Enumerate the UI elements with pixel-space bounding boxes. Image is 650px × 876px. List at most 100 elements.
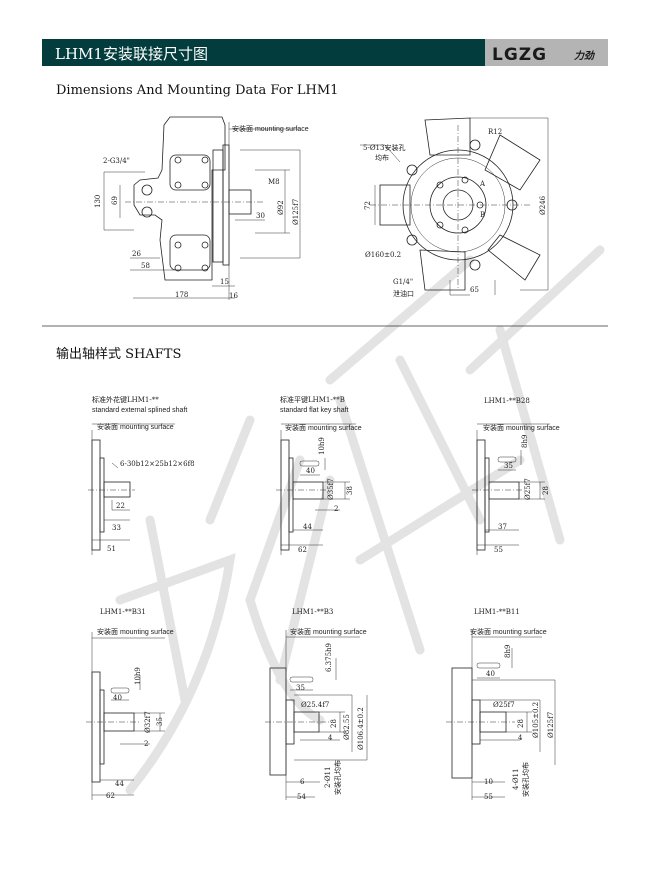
- dim-key: 8h9: [504, 645, 512, 658]
- mounting-surface-label: 安装面 mounting surface: [97, 422, 174, 431]
- dim-key: 6.375h9: [325, 643, 333, 672]
- dim-26: 26: [132, 250, 141, 258]
- dim: 22: [116, 502, 125, 510]
- dim-65: 65: [470, 286, 479, 294]
- dim: 54: [297, 793, 306, 801]
- dim-drain-2: 泄油口: [393, 289, 414, 298]
- dim-r12: R12: [488, 128, 502, 136]
- logo-bg: [485, 39, 608, 66]
- dim-holes-2: 均布: [375, 153, 389, 162]
- side-view-drawing: [103, 116, 301, 300]
- dim: 62: [106, 792, 115, 800]
- mounting-surface-label: 安装面 mounting surface: [232, 124, 309, 133]
- dim: 51: [107, 545, 116, 553]
- shaft-subtitle: standard external splined shaft: [92, 407, 187, 414]
- dim-58: 58: [141, 262, 150, 270]
- dim-drain: G1/4": [393, 278, 413, 286]
- dim: Ø35f7: [327, 478, 335, 500]
- dim: 28: [330, 719, 338, 728]
- dim: Ø106.4±0.2: [357, 707, 365, 750]
- dim-160: Ø160±0.2: [365, 251, 401, 259]
- dim: 44: [115, 780, 124, 788]
- dim: Ø82.55: [343, 714, 351, 740]
- mounting-surface-label: 安装面 mounting surface: [483, 423, 560, 432]
- dim-key: 10h9: [318, 437, 326, 455]
- dim: 4: [518, 734, 523, 742]
- dim-178: 178: [175, 291, 188, 299]
- shaft-title: LHM1-**B31: [100, 608, 146, 616]
- dim: 35: [296, 684, 305, 692]
- dim: 28: [542, 486, 550, 495]
- dim-holes: 2-Ø11: [324, 767, 332, 788]
- shaft-drawing-b3: [265, 630, 368, 800]
- dim-holes: 4-Ø11: [512, 769, 520, 790]
- dim: Ø25.4f7: [301, 701, 329, 709]
- dim: 40: [486, 670, 495, 678]
- dim-key: 10h9: [134, 667, 142, 685]
- logo-cn: 力劲: [574, 50, 596, 62]
- shaft-title: LHM1-**B3: [292, 608, 333, 616]
- dim-ports: 2-G3/4": [103, 157, 130, 165]
- label-b: B: [480, 211, 485, 219]
- dim: Ø125f7: [547, 712, 555, 738]
- dim-72: 72: [364, 201, 372, 210]
- shaft-title: LHM1-**B11: [474, 608, 520, 616]
- dim-92: Ø92: [277, 200, 285, 215]
- dim: 2: [144, 740, 148, 748]
- dim-16: 16: [229, 292, 238, 300]
- dim: 37: [498, 523, 507, 531]
- dim-69: 69: [111, 196, 119, 205]
- label-a: A: [479, 180, 486, 188]
- header-title: LHM1安装联接尺寸图: [55, 45, 208, 63]
- shaft-drawing-b11: [446, 630, 556, 800]
- mounting-surface-label: 安装面 mounting surface: [97, 627, 174, 636]
- mounting-surface-label: 安装面 mounting surface: [290, 627, 367, 636]
- mounting-surface-label: 安装面 mounting surface: [470, 627, 547, 636]
- mounting-surface-label: 安装面 mounting surface: [285, 423, 362, 432]
- dim: 10: [484, 778, 493, 786]
- dim-30: 30: [256, 212, 265, 220]
- dim: 35: [156, 717, 164, 726]
- dim: 40: [113, 694, 122, 702]
- dim: Ø25f7: [524, 478, 532, 500]
- dim: Ø25f7: [493, 701, 515, 709]
- page-subtitle: Dimensions And Mounting Data For LHM1: [56, 83, 338, 98]
- dim-holes-2: 安装孔均布: [521, 762, 530, 797]
- dim: 33: [112, 524, 121, 532]
- dim: Ø32f7: [144, 711, 152, 733]
- front-view-drawing: [360, 117, 549, 296]
- dim-15: 15: [220, 278, 229, 286]
- dim-spline: 6-30b12×25b12×6f8: [120, 460, 195, 468]
- dim-125: Ø125f7: [292, 199, 300, 225]
- dim: 55: [484, 793, 493, 801]
- header-bar: [42, 39, 485, 66]
- shaft-subtitle: standard flat key shaft: [280, 407, 349, 414]
- dim-key: 8h9: [521, 435, 529, 448]
- shaft-drawing-flat-key: [276, 423, 356, 555]
- shaft-title: 标准平键LHM1-**B: [280, 395, 345, 404]
- dim: 35: [504, 462, 513, 470]
- shaft-title: 标准外花键LHM1-**: [92, 395, 159, 404]
- dim: 28: [517, 719, 525, 728]
- dim: 38: [346, 486, 354, 495]
- shaft-title: LHM1-**B28: [484, 397, 530, 405]
- shaft-drawing-b31: [86, 632, 165, 800]
- shaft-drawing-splined: [88, 423, 175, 555]
- dim-holes: 5-Ø13安装孔: [363, 143, 405, 152]
- watermark: [115, 245, 605, 795]
- dim: 44: [303, 523, 312, 531]
- dim-130: 130: [94, 195, 102, 208]
- dim: Ø105±0.2: [532, 702, 540, 738]
- logo: LGZG: [492, 45, 547, 65]
- dim: 62: [298, 546, 307, 554]
- dim-246: Ø246: [539, 195, 547, 215]
- dim-m8: M8: [268, 178, 280, 186]
- dim-holes-2: 安装孔均布: [333, 760, 342, 795]
- dim: 55: [494, 546, 503, 554]
- shafts-title: 输出轴样式 SHAFTS: [56, 346, 181, 362]
- dim: 6: [300, 778, 305, 786]
- dim: 2: [334, 505, 338, 513]
- shaft-drawing-b28: [472, 423, 550, 555]
- dim: 40: [306, 467, 315, 475]
